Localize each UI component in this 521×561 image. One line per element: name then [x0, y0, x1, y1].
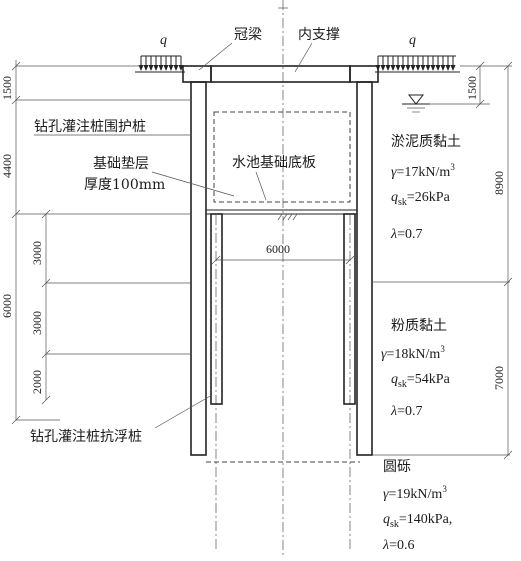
- soil-1-gamma: γ=17kN/m3: [391, 162, 455, 180]
- anti-float-piles: [210, 213, 356, 405]
- width-dimension: [211, 255, 355, 265]
- surcharge-load-left: [138, 55, 184, 71]
- cushion-thickness-label: 厚度100mm: [84, 177, 165, 193]
- soil-3-qsk: qsk=140kPa,: [383, 512, 452, 530]
- anti-float-pile-leader: [154, 394, 213, 429]
- foundation-cushion-leader: [151, 171, 235, 197]
- soil-2-gamma: γ=18kN/m3: [381, 344, 445, 362]
- retaining-pile-label: 钻孔灌注桩围护桩: [34, 118, 146, 135]
- tank-base-slab-label: 水池基础底板: [232, 154, 316, 171]
- stratum-boundaries: [206, 281, 510, 463]
- left-dimension-chain: [11, 60, 190, 425]
- inner-support-leader: [294, 42, 313, 73]
- left-dim-1500: 1500: [0, 76, 14, 100]
- crown-beam: [182, 65, 379, 83]
- anti-float-pile-label: 钻孔灌注桩抗浮桩: [30, 428, 142, 445]
- inner-support-label: 内支撑: [298, 27, 340, 43]
- tank-base-slab-outline: [213, 111, 351, 203]
- soil-2-name: 粉质黏土: [391, 318, 447, 334]
- soil-3-lambda: λ=0.6: [382, 538, 414, 553]
- foundation-cushion-label: 基础垫层: [93, 155, 149, 172]
- soil-1-name: 淤泥质黏土: [391, 134, 461, 150]
- right-dimension-chain: [430, 61, 513, 460]
- left-dim-2000: 2000: [30, 370, 44, 394]
- load-label-right: q: [409, 33, 416, 48]
- left-dim-6000: 6000: [0, 294, 14, 318]
- soil-1-lambda: λ=0.7: [390, 227, 422, 242]
- retaining-piles: [190, 81, 373, 456]
- soil-2-lambda: λ=0.7: [390, 404, 422, 419]
- soil-2-qsk: qsk=54kPa: [391, 372, 451, 390]
- soil-3-name: 圆砾: [383, 459, 411, 475]
- soil-3-gamma: γ=19kN/m3: [383, 484, 447, 502]
- crown-beam-label: 冠梁: [234, 27, 262, 43]
- ground-hatch: [277, 213, 298, 221]
- excavation-bottom: [206, 209, 357, 215]
- right-dim-8900: 8900: [492, 171, 506, 195]
- soil-layer-1: 淤泥质黏土 γ=17kN/m3 qsk=26kPa λ=0.7: [390, 134, 461, 242]
- load-label-left: q: [160, 33, 167, 48]
- soil-1-qsk: qsk=26kPa: [391, 190, 451, 208]
- tank-base-slab-leader: [255, 171, 267, 201]
- soil-layer-3: 圆砾 γ=19kN/m3 qsk=140kPa, λ=0.6: [382, 459, 452, 553]
- soil-layer-2: 粉质黏土 γ=18kN/m3 qsk=54kPa λ=0.7: [381, 318, 451, 419]
- surcharge-load-right: [375, 55, 456, 71]
- left-dim-3000-b: 3000: [30, 311, 44, 335]
- crown-beam-leader: [198, 42, 233, 71]
- left-dim-4400: 4400: [0, 154, 14, 178]
- water-table-icon: [402, 94, 430, 113]
- right-dim-1500: 1500: [465, 76, 479, 100]
- width-dimension-text: 6000: [266, 242, 290, 256]
- right-dim-7000: 7000: [492, 366, 506, 390]
- centerlines: [215, 0, 351, 555]
- left-dim-3000-a: 3000: [30, 241, 44, 265]
